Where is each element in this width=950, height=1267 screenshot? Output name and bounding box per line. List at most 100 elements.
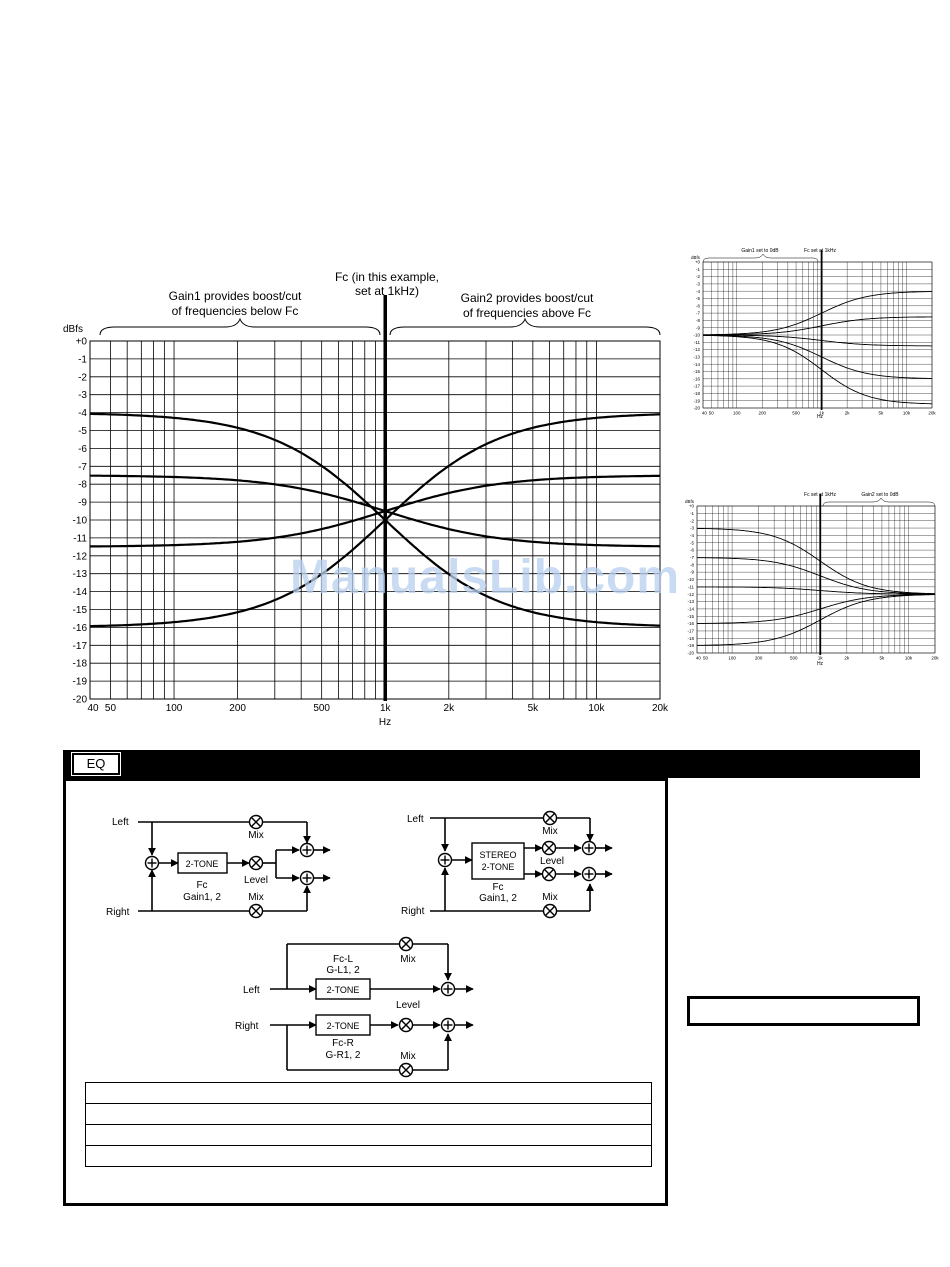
y-tick-label: -7 — [696, 311, 700, 316]
y-tick-label: -12 — [687, 592, 694, 597]
x-tick-label: 200 — [755, 656, 763, 661]
table-row — [85, 1082, 652, 1104]
x-tick-label: 40 — [696, 656, 702, 661]
y-tick-label: dBfs — [691, 255, 701, 260]
y-tick-label: -20 — [693, 406, 700, 411]
diagram-b-mix-bottom-label: Mix — [542, 892, 558, 903]
diagram-b-level-label: Level — [540, 856, 564, 867]
y-tick-label: -16 — [73, 623, 88, 634]
y-tick-label: -18 — [687, 636, 694, 641]
y-tick-label: -15 — [693, 369, 700, 374]
summing-node — [440, 981, 456, 997]
x-tick-label: 2k — [844, 656, 850, 661]
y-tick-label: -4 — [78, 408, 87, 419]
y-tick-label: -1 — [78, 354, 87, 365]
plot-border — [89, 340, 661, 700]
summing-node — [581, 866, 597, 882]
small-chart-1-annot-left: Gain1 set to 0dB — [741, 248, 779, 254]
multiplier-node — [398, 936, 414, 952]
y-tick-label: -3 — [690, 526, 694, 531]
y-tick-label: +0 — [76, 337, 88, 348]
response-curve-4 — [697, 593, 936, 624]
diagram-c-mix-top-label: Mix — [400, 954, 416, 965]
y-tick-label: -19 — [687, 643, 694, 648]
x-tick-label: 10k — [588, 703, 605, 714]
brace-gain1 — [99, 317, 381, 336]
diagram-c-block-top-label: 2-TONE — [327, 985, 360, 995]
response-curve-4 — [703, 334, 932, 379]
y-tick-label: -3 — [78, 390, 87, 401]
y-tick-label: -20 — [73, 695, 88, 706]
diagram-stereo-2tone — [430, 817, 613, 912]
diagram-c-mix-bottom-label: Mix — [400, 1051, 416, 1062]
x-tick-label: 500 — [790, 656, 798, 661]
diagram-dual-2tone — [270, 943, 474, 1071]
small-chart-2-xlabel: Hz — [817, 661, 824, 667]
y-tick-label: -10 — [687, 577, 694, 582]
y-tick-label: -12 — [693, 347, 700, 352]
diagram-c-block-bottom-label: 2-TONE — [327, 1021, 360, 1031]
y-tick-label: -13 — [693, 354, 700, 359]
y-tick-label: -7 — [690, 555, 694, 560]
y-tick-label: -15 — [73, 605, 88, 616]
diagram-c-2tone-block-bottom — [315, 1014, 371, 1036]
x-axis-unit-label: Hz — [379, 717, 391, 728]
y-tick-label: -20 — [687, 651, 694, 656]
x-tick-label: 1k — [818, 656, 824, 661]
summing-node — [437, 852, 453, 868]
diagram-a-left-label: Left — [112, 817, 129, 828]
small-chart-2-annot-left: Fc set at 1kHz — [804, 492, 836, 498]
response-curve-3 — [703, 334, 932, 347]
diagram-b-mix-top-label: Mix — [542, 826, 558, 837]
y-tick-label: -10 — [693, 333, 700, 338]
x-tick-label: 50 — [105, 703, 117, 714]
response-curve-2 — [90, 474, 661, 548]
y-tick-label: +0 — [689, 504, 695, 509]
response-curve-4 — [89, 413, 660, 628]
y-tick-label: -8 — [78, 480, 87, 491]
diagram-b-block-label-1: STEREO — [479, 850, 516, 860]
small-chart-2-brace — [822, 497, 936, 507]
x-tick-label: 200 — [759, 411, 767, 416]
x-tick-label: 20k — [931, 656, 939, 661]
y-tick-label: -7 — [78, 462, 87, 473]
diagram-a-mix-top-label: Mix — [248, 830, 264, 841]
small-chart-1-xlabel: Hz — [817, 414, 824, 420]
x-tick-label: 1k — [380, 703, 392, 714]
annotation-gain1-line2: of frequencies below Fc — [172, 304, 299, 318]
x-tick-label: 500 — [313, 703, 330, 714]
diagram-a-param-fc: Fc — [196, 880, 207, 891]
y-tick-label: -11 — [694, 340, 701, 345]
diagram-b-left-label: Left — [407, 814, 424, 825]
y-tick-label: -16 — [687, 621, 694, 626]
x-tick-label: 40 — [702, 411, 708, 416]
annotation-gain2-line2: of frequencies above Fc — [463, 306, 591, 320]
y-tick-label: -2 — [690, 518, 694, 523]
y-tick-label: -6 — [690, 548, 694, 553]
y-tick-label: -19 — [73, 677, 88, 688]
response-curve-1 — [697, 527, 936, 595]
y-tick-label: dBfs — [685, 499, 695, 504]
y-tick-label: -17 — [687, 629, 694, 634]
x-tick-label: 1k — [819, 411, 825, 416]
small-chart-1-curves — [703, 291, 932, 405]
summing-node — [144, 855, 160, 871]
x-tick-label: 20k — [928, 411, 936, 416]
response-curve-1 — [89, 412, 660, 627]
x-tick-label: 100 — [733, 411, 741, 416]
multiplier-node — [541, 840, 557, 856]
diagram-mono-2tone — [138, 821, 331, 912]
y-tick-label: +0 — [695, 260, 701, 265]
small-chart-1-brace — [702, 253, 819, 263]
eq-section-tab: EQ — [71, 752, 121, 776]
response-curve-3 — [697, 586, 935, 595]
x-tick-label: 20k — [652, 703, 669, 714]
response-curve-3 — [90, 474, 661, 548]
diagram-c-level-label: Level — [396, 1000, 420, 1011]
multiplier-node — [248, 855, 264, 871]
side-note-box — [687, 996, 920, 1026]
annotation-gain2-line1: Gain2 provides boost/cut — [461, 291, 594, 305]
